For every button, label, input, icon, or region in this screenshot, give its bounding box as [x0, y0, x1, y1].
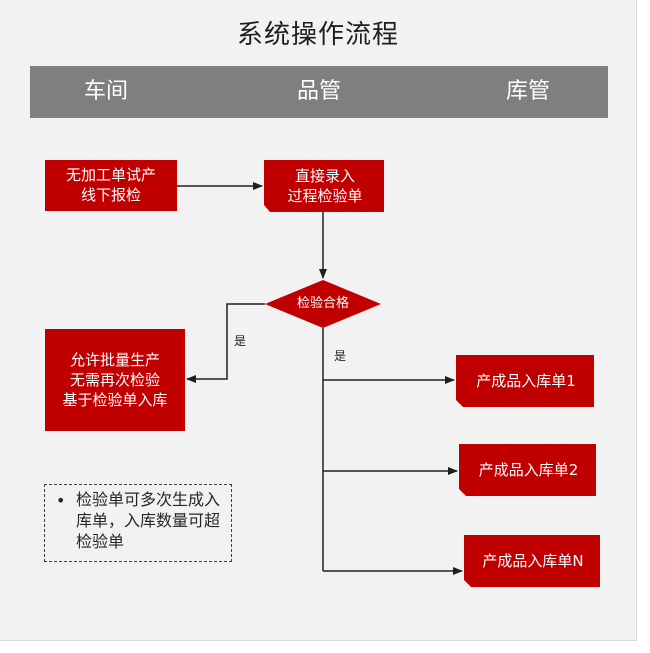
lane-warehouse: 库管: [506, 79, 551, 104]
product-in-1-box: [456, 355, 594, 407]
product-in-n-box: [464, 535, 600, 587]
product-in-n-label: 产成品入库单N: [482, 552, 584, 570]
arrow-decision-to-workshop: [186, 303, 265, 383]
allow-batch-label: 允许批量生产无需再次检验基于检验单入库: [62, 351, 168, 409]
swimlane-header: 车间 品管 库管: [30, 66, 608, 118]
inspection-decision-label: 检验合格: [296, 296, 349, 311]
diagram-title: 系统操作流程: [236, 20, 399, 50]
allow-batch-box: [45, 329, 185, 431]
slide-edge-bottom: [0, 640, 637, 641]
note-bullet: •: [56, 491, 66, 510]
inspection-decision-diamond: [265, 280, 381, 328]
slide-edge-right: [636, 0, 637, 640]
direct-entry-box: [264, 160, 384, 212]
workshop-start-label: 无加工单试产线下报检: [65, 166, 156, 204]
product-in-1-label: 产成品入库单1: [476, 372, 576, 390]
edge-label-yes-workshop: 是: [234, 334, 247, 348]
lane-workshop: 车间: [84, 79, 129, 104]
note-text: 检验单可多次生成入库单，入库数量可超检验单: [76, 490, 221, 551]
direct-entry-label: 直接录入过程检验单: [287, 167, 363, 205]
note-box: [44, 484, 232, 562]
edge-label-yes-warehouse: 是: [334, 349, 347, 363]
product-in-2-label: 产成品入库单2: [478, 461, 579, 479]
product-in-2-box: [459, 444, 596, 496]
lane-quality: 品管: [297, 79, 342, 104]
workshop-start-box: [45, 160, 177, 211]
